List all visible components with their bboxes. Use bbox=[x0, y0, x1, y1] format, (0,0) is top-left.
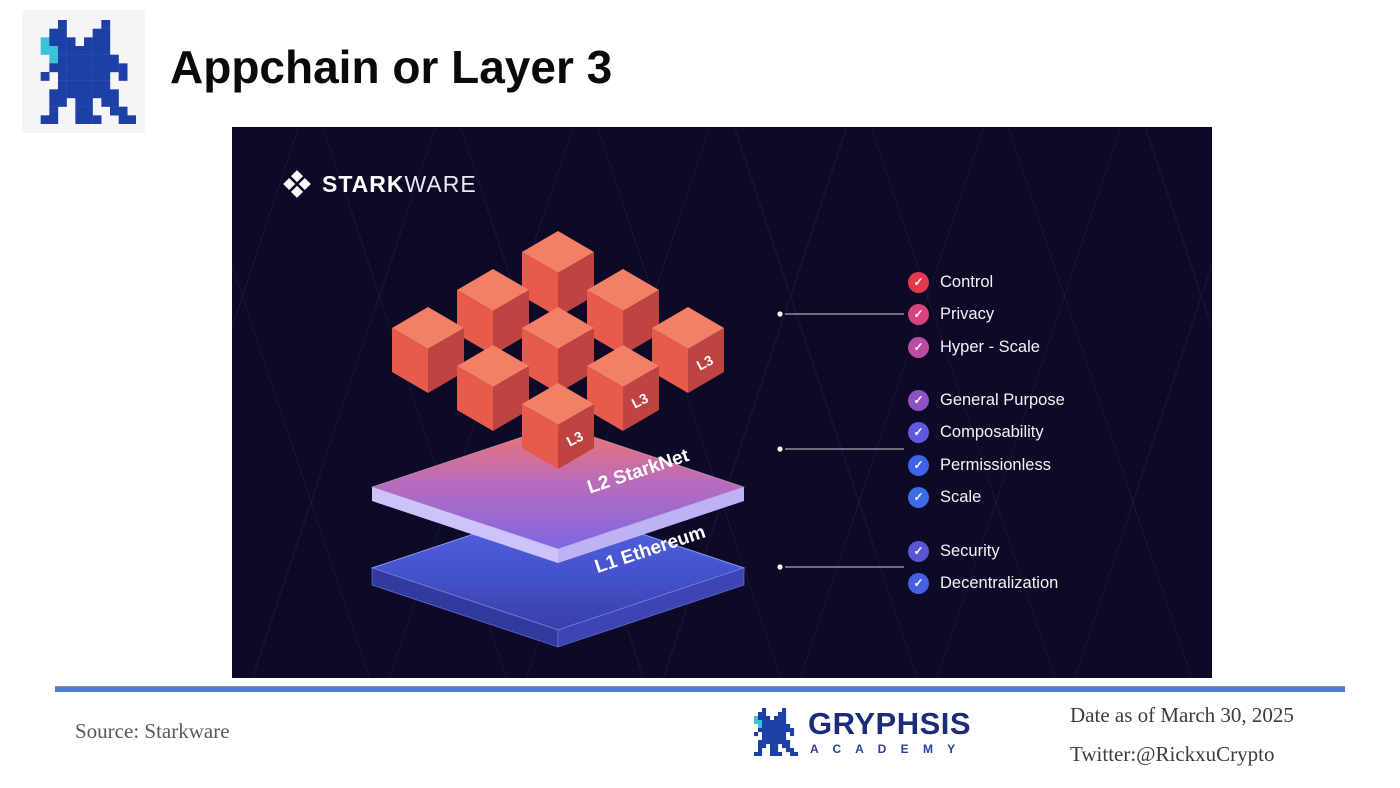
l2-platform: L2 StarkNet bbox=[370, 424, 746, 563]
brand-name: GRYPHSIS bbox=[808, 706, 972, 741]
feature-label: Hyper - Scale bbox=[940, 337, 1040, 356]
feature-list: ✓ Control ✓ Privacy ✓ Hyper - Scale ✓ Ge… bbox=[232, 127, 1212, 678]
connector-l3 bbox=[777, 311, 904, 317]
check-icon: ✓ bbox=[908, 486, 929, 508]
check-icon: ✓ bbox=[908, 421, 929, 443]
feature-item-scale: ✓ Scale bbox=[908, 486, 981, 508]
feature-label: Permissionless bbox=[940, 455, 1051, 474]
feature-item-general-purpose: ✓ General Purpose bbox=[908, 389, 1065, 411]
footer-divider bbox=[55, 686, 1345, 692]
feature-item-composability: ✓ Composability bbox=[908, 421, 1044, 443]
check-icon: ✓ bbox=[908, 540, 929, 562]
feature-item-security: ✓ Security bbox=[908, 540, 1000, 562]
check-icon: ✓ bbox=[908, 454, 929, 476]
feature-item-permissionless: ✓ Permissionless bbox=[908, 454, 1051, 476]
starkware-logo: STARKWARE bbox=[282, 169, 477, 199]
feature-label: Scale bbox=[940, 487, 982, 506]
feature-label: Control bbox=[940, 272, 994, 291]
check-icon: ✓ bbox=[908, 336, 929, 358]
starkware-wordmark-bold: STARK bbox=[322, 170, 405, 197]
feature-item-hyper-scale: ✓ Hyper - Scale bbox=[908, 336, 1040, 358]
l3-cube: L3 bbox=[652, 307, 724, 393]
l3-cube: L3 bbox=[587, 345, 659, 431]
brand-text: GRYPHSIS A C A D E M Y bbox=[808, 708, 971, 756]
check-icon: ✓ bbox=[908, 389, 929, 411]
starkware-wordmark-light: WARE bbox=[404, 170, 477, 197]
feature-label: Privacy bbox=[940, 304, 995, 323]
check-icon: ✓ bbox=[908, 271, 929, 293]
pixel-dragon-icon bbox=[754, 708, 798, 756]
feature-item-privacy: ✓ Privacy bbox=[908, 303, 994, 325]
footer-meta: Date as of March 30, 2025 Twitter:@Rickx… bbox=[1070, 703, 1294, 767]
starkware-diagram-panel: STARKWARE L1 Eth bbox=[232, 127, 1212, 678]
check-icon: ✓ bbox=[908, 572, 929, 594]
l3-cube-label: L3 bbox=[694, 352, 716, 374]
source-note: Source: Starkware bbox=[75, 719, 230, 743]
l3-cube-label: L3 bbox=[629, 390, 651, 412]
twitter-note: Twitter:@RickxuCrypto bbox=[1070, 742, 1275, 766]
feature-label: Security bbox=[940, 541, 1000, 560]
feature-item-control: ✓ Control bbox=[908, 271, 993, 293]
layers-illustration: L1 Ethereum L2 StarkNet bbox=[370, 231, 904, 648]
l3-cube: L3 bbox=[522, 383, 594, 469]
l3-cube-label: L3 bbox=[564, 428, 586, 450]
gryphsis-header-logo bbox=[22, 10, 145, 133]
feature-item-decentralization: ✓ Decentralization bbox=[908, 572, 1058, 594]
feature-label: Composability bbox=[940, 422, 1044, 441]
starkware-logo-icon bbox=[283, 170, 311, 198]
check-icon: ✓ bbox=[908, 303, 929, 325]
gryphsis-footer-brand: GRYPHSIS A C A D E M Y bbox=[750, 708, 971, 756]
feature-label: Decentralization bbox=[940, 573, 1059, 592]
l3-cube bbox=[522, 307, 594, 393]
connector-lines bbox=[777, 311, 904, 570]
l3-cube bbox=[392, 307, 464, 393]
l3-cube bbox=[522, 231, 594, 317]
starkware-wordmark: STARKWARE bbox=[322, 171, 477, 198]
page-title: Appchain or Layer 3 bbox=[170, 41, 613, 93]
connector-l1 bbox=[777, 564, 904, 570]
date-note: Date as of March 30, 2025 bbox=[1070, 703, 1294, 727]
feature-label: General Purpose bbox=[940, 390, 1065, 409]
l3-cube bbox=[457, 345, 529, 431]
l1-platform: L1 Ethereum bbox=[370, 505, 746, 648]
l3-cube bbox=[587, 269, 659, 355]
brand-academy: A C A D E M Y bbox=[810, 742, 961, 756]
l3-cubes: L3 L3 L3 bbox=[392, 231, 724, 469]
pixel-dragon-icon bbox=[40, 19, 136, 124]
l3-cube bbox=[457, 269, 529, 355]
connector-l2 bbox=[777, 446, 904, 452]
